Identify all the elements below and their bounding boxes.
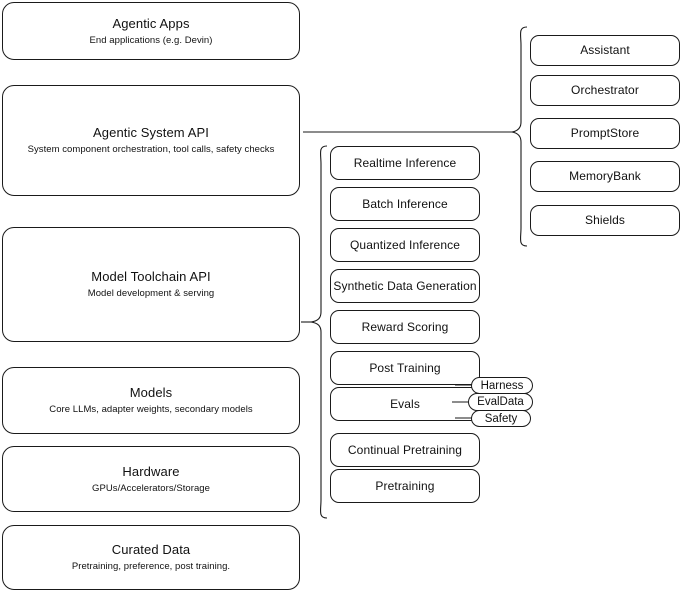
capability-box-continual-pretraining[interactable]: Continual Pretraining — [330, 433, 480, 467]
layer-box-curated-data[interactable]: Curated Data Pretraining, preference, po… — [2, 525, 300, 590]
component-box-assistant[interactable]: Assistant — [530, 35, 680, 66]
capability-box-pretraining[interactable]: Pretraining — [330, 469, 480, 503]
layer-title: Model Toolchain API — [91, 269, 211, 284]
layer-title: Agentic System API — [93, 125, 209, 140]
layer-box-agentic-apps[interactable]: Agentic Apps End applications (e.g. Devi… — [2, 2, 300, 60]
component-label: Assistant — [580, 43, 630, 57]
capability-label: Realtime Inference — [353, 155, 457, 170]
layer-box-hardware[interactable]: Hardware GPUs/Accelerators/Storage — [2, 446, 300, 512]
pill-label: Safety — [484, 412, 518, 425]
layer-box-agentic-system-api[interactable]: Agentic System API System component orch… — [2, 85, 300, 196]
brace-toolchain-capabilities — [310, 145, 328, 519]
component-box-memorybank[interactable]: MemoryBank — [530, 161, 680, 192]
component-box-shields[interactable]: Shields — [530, 205, 680, 236]
capability-label: Quantized Inference — [350, 237, 460, 252]
layer-box-model-toolchain-api[interactable]: Model Toolchain API Model development & … — [2, 227, 300, 342]
capability-label: Evals — [390, 396, 420, 411]
capability-box-evals[interactable]: Evals — [330, 387, 480, 421]
capability-label: Continual Pretraining — [347, 442, 463, 457]
component-label: PromptStore — [570, 126, 640, 140]
pill-label: EvalData — [477, 396, 524, 408]
capability-box-reward-scoring[interactable]: Reward Scoring — [330, 310, 480, 344]
capability-box-post-training[interactable]: Post Training — [330, 351, 480, 385]
pill-harness[interactable]: Harness — [471, 377, 533, 394]
capability-label: Synthetic Data Generation — [333, 278, 477, 293]
brace-system-components — [511, 26, 528, 247]
capability-box-synthetic-data-generation[interactable]: Synthetic Data Generation — [330, 269, 480, 303]
layer-subtitle: GPUs/Accelerators/Storage — [92, 482, 210, 494]
layer-title: Agentic Apps — [112, 15, 190, 31]
layer-subtitle: Pretraining, preference, post training. — [71, 561, 231, 572]
pill-label: Harness — [480, 379, 524, 392]
pill-safety[interactable]: Safety — [471, 410, 531, 427]
layer-subtitle: System component orchestration, tool cal… — [27, 144, 275, 155]
capability-box-quantized-inference[interactable]: Quantized Inference — [330, 228, 480, 262]
layer-title: Models — [129, 385, 173, 400]
capability-box-realtime-inference[interactable]: Realtime Inference — [330, 146, 480, 180]
component-box-promptstore[interactable]: PromptStore — [530, 118, 680, 149]
component-label: Shields — [584, 213, 626, 227]
layer-subtitle: Core LLMs, adapter weights, secondary mo… — [49, 404, 253, 415]
layer-title: Curated Data — [111, 542, 191, 557]
capability-label: Batch Inference — [362, 196, 448, 211]
layer-subtitle: End applications (e.g. Devin) — [89, 34, 213, 46]
layer-subtitle: Model development & serving — [87, 288, 215, 299]
capability-label: Post Training — [369, 360, 441, 375]
pill-evaldata[interactable]: EvalData — [468, 393, 533, 411]
component-box-orchestrator[interactable]: Orchestrator — [530, 75, 680, 106]
component-label: MemoryBank — [569, 169, 641, 183]
component-label: Orchestrator — [571, 83, 639, 97]
layer-title: Hardware — [122, 463, 180, 479]
capability-label: Reward Scoring — [361, 319, 449, 334]
capability-label: Pretraining — [375, 478, 435, 493]
capability-box-batch-inference[interactable]: Batch Inference — [330, 187, 480, 221]
layer-box-models[interactable]: Models Core LLMs, adapter weights, secon… — [2, 367, 300, 434]
